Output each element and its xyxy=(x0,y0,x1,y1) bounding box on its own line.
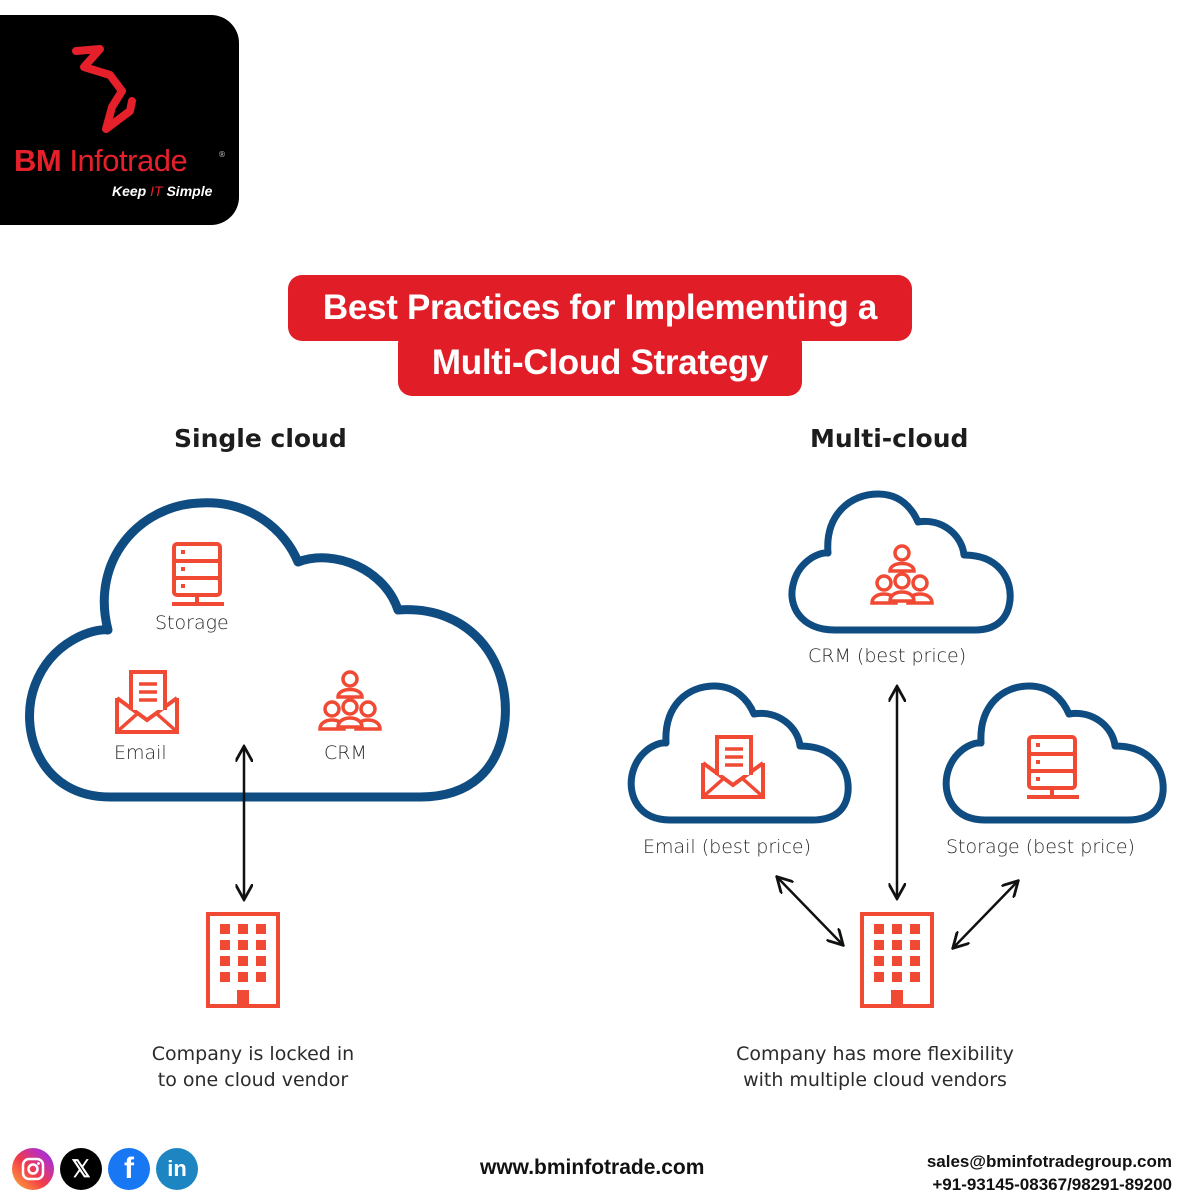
website-link[interactable]: www.bminfotrade.com xyxy=(480,1156,705,1179)
instagram-icon[interactable] xyxy=(12,1148,54,1190)
facebook-icon[interactable]: f xyxy=(108,1148,150,1190)
single-cloud-heading: Single cloud xyxy=(174,424,347,453)
big-cloud-outline xyxy=(25,498,510,802)
multi-cloud-caption: Company has more flexibility with multip… xyxy=(736,1043,1014,1091)
phone-number[interactable]: +91-93145-08367/98291-89200 xyxy=(932,1175,1172,1194)
email-cloud-outline xyxy=(627,682,852,824)
registered-mark: ® xyxy=(218,150,226,159)
crm-best-price-label: CRM (best price) xyxy=(808,645,967,667)
crm-cloud-outline xyxy=(788,490,1014,634)
logo-mark-icon xyxy=(72,45,136,133)
building-icon xyxy=(860,912,934,1008)
storage-cloud-outline xyxy=(942,682,1167,824)
page-title-line1: Best Practices for Implementing a xyxy=(288,275,912,341)
storage-best-price-label: Storage (best price) xyxy=(946,836,1135,858)
contact-info: sales@bminfotradegroup.com +91-93145-083… xyxy=(927,1150,1172,1196)
storage-arrow xyxy=(954,882,1017,947)
social-links: 𝕏 f in xyxy=(12,1148,198,1190)
email-link[interactable]: sales@bminfotradegroup.com xyxy=(926,1152,1172,1171)
brand-tagline: Keep IT Simple xyxy=(112,183,213,199)
brand-name: BM Infotrade xyxy=(14,143,188,178)
storage-label: Storage xyxy=(155,612,229,634)
crm-label: CRM xyxy=(324,742,367,764)
linkedin-icon[interactable]: in xyxy=(156,1148,198,1190)
email-arrow xyxy=(778,878,842,944)
x-twitter-icon[interactable]: 𝕏 xyxy=(60,1148,102,1190)
email-label: Email xyxy=(114,742,167,764)
page-title-line2: Multi-Cloud Strategy xyxy=(398,330,802,396)
single-cloud-caption: Company is locked in to one cloud vendor xyxy=(151,1043,355,1091)
brand-logo: BM Infotrade ® Keep IT Simple xyxy=(0,15,239,225)
server-icon xyxy=(1025,735,1081,799)
crm-people-icon xyxy=(870,544,934,605)
email-best-price-label: Email (best price) xyxy=(643,836,812,858)
email-icon xyxy=(701,735,765,799)
multi-cloud-heading: Multi-cloud xyxy=(810,424,969,453)
